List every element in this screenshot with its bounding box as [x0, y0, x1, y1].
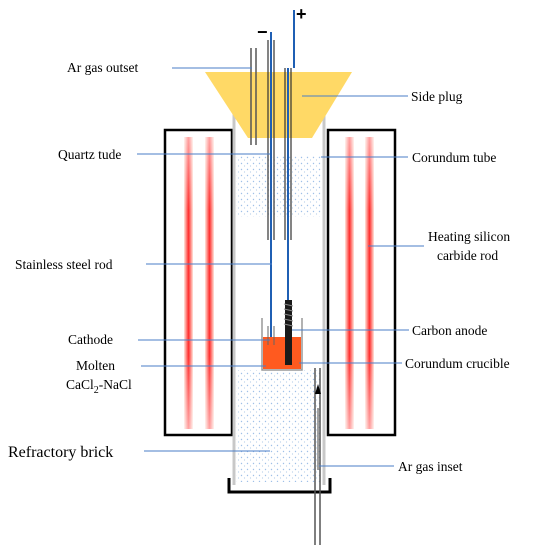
leader-lines: [137, 67, 424, 467]
ar-gas-outlet-tube: [250, 48, 257, 145]
furnace-right-wall: [326, 128, 397, 437]
label-quartz-tude: Quartz tude: [58, 147, 121, 162]
refractory-brick: [236, 370, 322, 482]
label-corundum-crucible: Corundum crucible: [405, 356, 510, 371]
label-carbon-anode: Carbon anode: [412, 323, 487, 338]
label-ar-gas-inset: Ar gas inset: [398, 459, 463, 474]
label-molten-line2: CaCl2-NaCl: [66, 377, 132, 396]
negative-terminal-sign: −: [257, 22, 268, 42]
label-refractory-brick: Refractory brick: [8, 444, 113, 461]
anode-rod: [284, 10, 295, 300]
label-heating-rod-line2: carbide rod: [437, 248, 498, 263]
label-ar-gas-outset: Ar gas outset: [67, 60, 138, 75]
label-side-plug: Side plug: [411, 89, 463, 104]
corundum-crucible: [261, 318, 303, 371]
molten-salt: [263, 337, 301, 369]
furnace-base: [227, 478, 332, 494]
upper-insulation: [236, 155, 322, 217]
corundum-tube: [232, 105, 326, 485]
heating-rods: [184, 137, 374, 429]
label-stainless-steel-rod: Stainless steel rod: [15, 257, 113, 272]
label-molten-line1: Molten: [76, 358, 115, 373]
ar-gas-inlet-tube: [314, 368, 321, 545]
positive-terminal-sign: +: [296, 4, 307, 24]
furnace-left-wall: [163, 128, 234, 437]
side-plug: [205, 72, 352, 138]
label-cathode: Cathode: [68, 332, 113, 347]
label-heating-rod-line1: Heating silicon: [428, 229, 510, 244]
furnace: [163, 128, 397, 437]
cathode-rod: [267, 32, 275, 342]
labels: Ar gas outset Side plug Quartz tude Coru…: [8, 60, 510, 474]
label-corundum-tube: Corundum tube: [412, 150, 496, 165]
